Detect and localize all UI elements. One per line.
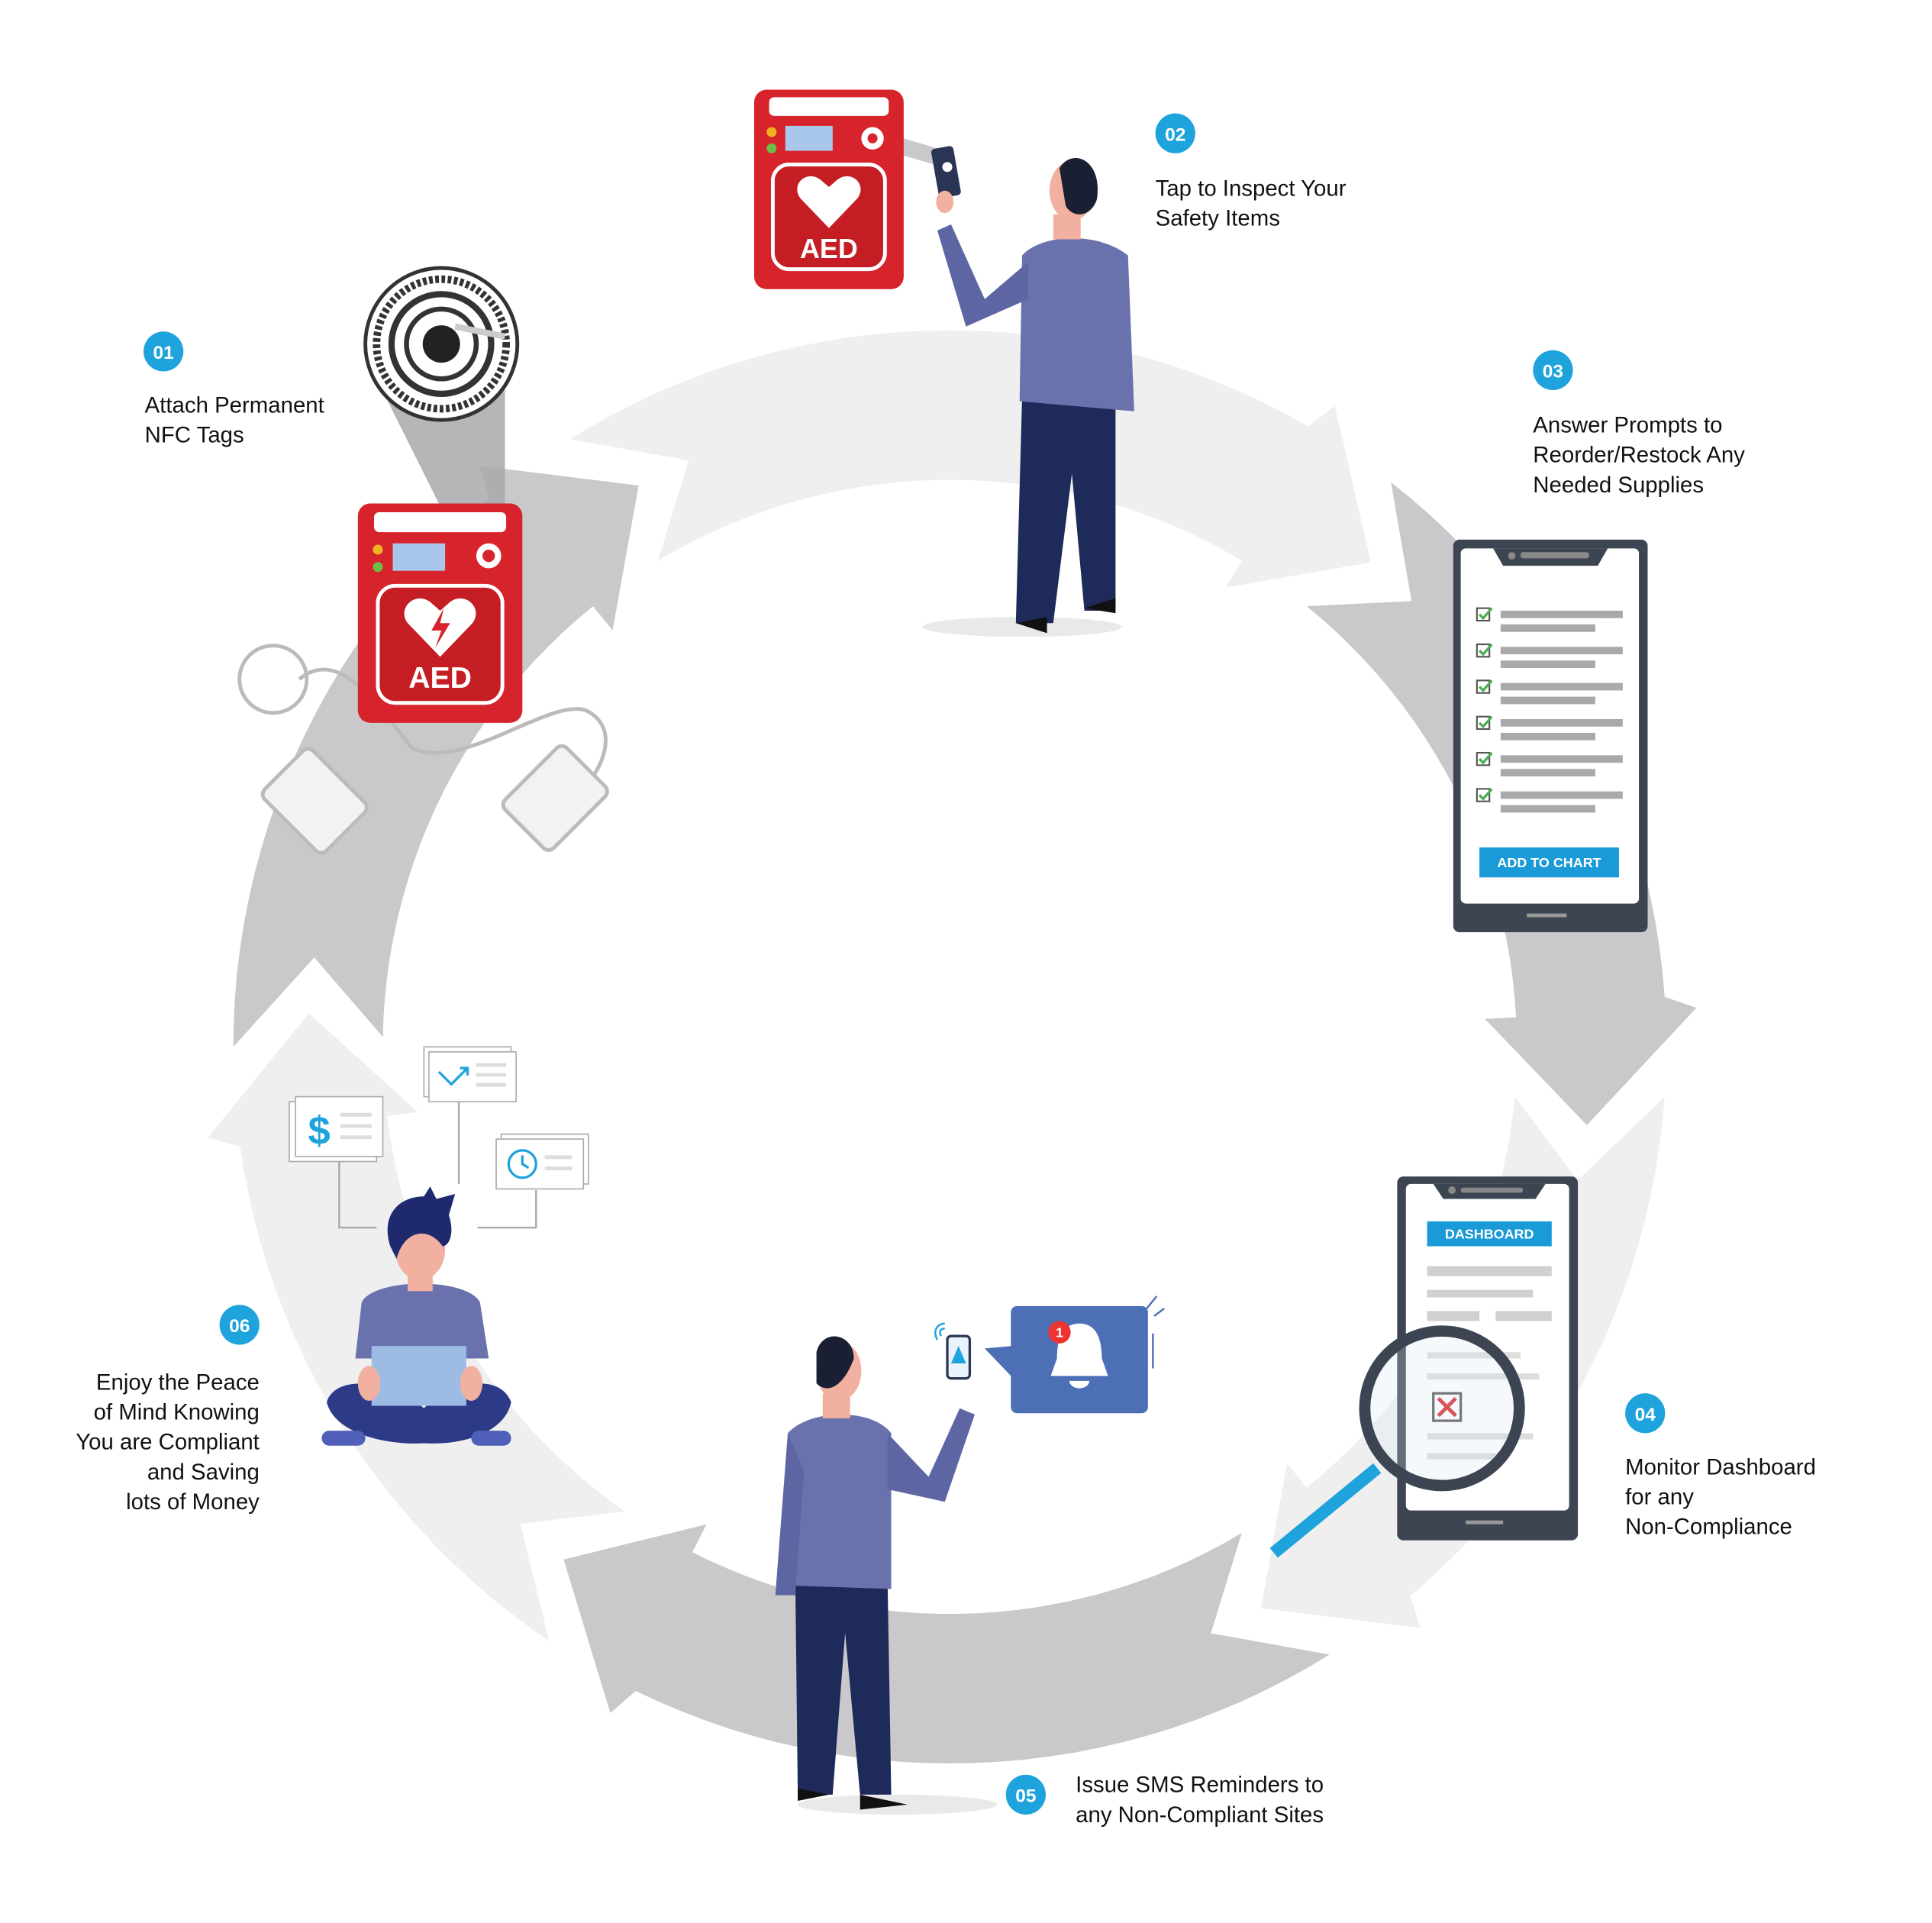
- step-text: Non-Compliance: [1625, 1515, 1792, 1540]
- dashboard-phone: DASHBOARD: [1269, 1176, 1579, 1558]
- checklist-line: [1500, 647, 1623, 655]
- cycle-arrow-segment: [563, 1524, 1330, 1764]
- step-text: Issue SMS Reminders to: [1076, 1773, 1324, 1798]
- step-number: 03: [1543, 362, 1563, 382]
- trend-chart-card: [423, 1046, 517, 1102]
- dollar-icon: $: [308, 1109, 331, 1153]
- step-text: Answer Prompts to: [1533, 412, 1722, 437]
- notification-bubble: 1: [984, 1295, 1165, 1414]
- step-number: 06: [229, 1316, 250, 1337]
- step-badge: [144, 331, 184, 372]
- checkbox-icon[interactable]: [1476, 715, 1493, 731]
- checklist-line: [1500, 660, 1595, 669]
- checklist-line: [1500, 610, 1623, 618]
- step-text: Reorder/Restock Any: [1533, 443, 1745, 468]
- checkbox-icon[interactable]: [1476, 788, 1493, 802]
- checklist-phone: ADD TO CHART: [1453, 539, 1648, 933]
- step-text: Needed Supplies: [1533, 473, 1704, 498]
- step-text: NFC Tags: [145, 423, 244, 448]
- step-01: 01 Attach Permanent NFC Tags: [144, 331, 324, 448]
- sms-illustration: 1: [775, 1295, 1165, 1815]
- badge-count: 1: [1056, 1325, 1063, 1341]
- person-sitting: [321, 1186, 511, 1446]
- step-text: Tap to Inspect Your: [1156, 176, 1347, 201]
- notification-badge: [1048, 1321, 1071, 1344]
- checklist-line: [1500, 732, 1595, 740]
- checkbox-icon[interactable]: [1476, 607, 1493, 622]
- step-badge: [1625, 1393, 1666, 1434]
- step-text: for any: [1625, 1484, 1694, 1509]
- schedule-card: [495, 1133, 589, 1190]
- step-text: any Non-Compliant Sites: [1076, 1802, 1324, 1828]
- step-number: 02: [1165, 124, 1185, 145]
- step-text: Attach Permanent: [145, 392, 324, 418]
- money-card: $: [289, 1095, 384, 1163]
- nfc-tag-illustration: AED: [237, 266, 609, 855]
- step-text: Enjoy the Peace: [96, 1370, 260, 1395]
- aed-label: AED: [408, 662, 472, 695]
- step-text: You are Compliant: [76, 1430, 260, 1455]
- person-standing: [775, 1322, 975, 1810]
- aed-icon: AED: [357, 503, 523, 723]
- step-badge: [1155, 113, 1195, 153]
- step-03: 03 Answer Prompts to Reorder/Restock Any…: [1533, 350, 1745, 498]
- step-04: 04 Monitor Dashboard for any Non-Complia…: [1625, 1393, 1816, 1540]
- checklist: [1476, 607, 1623, 813]
- step-text: Safety Items: [1156, 205, 1280, 231]
- step-badge: [219, 1305, 260, 1345]
- checklist-line: [1500, 624, 1595, 632]
- checkbox-icon[interactable]: [1476, 679, 1493, 694]
- add-to-chart-button[interactable]: [1479, 847, 1619, 878]
- aed-label: AED: [800, 233, 858, 264]
- cycle-arrow-segment: [233, 466, 639, 1047]
- checkbox-icon[interactable]: [1476, 751, 1493, 766]
- savings-illustration: $: [289, 1046, 589, 1446]
- magnifier-icon: [1269, 1325, 1525, 1558]
- step-05: 05 Issue SMS Reminders to any Non-Compli…: [1005, 1773, 1324, 1828]
- checkbox-icon[interactable]: [1476, 643, 1493, 658]
- clock-icon: [507, 1149, 537, 1179]
- step-text: Monitor Dashboard: [1625, 1454, 1816, 1479]
- step-badge: [1533, 350, 1573, 390]
- step-number: 05: [1015, 1786, 1036, 1807]
- heart-bolt-icon: [797, 176, 861, 228]
- inspector-illustration: AED: [753, 89, 1134, 637]
- step-02: 02 Tap to Inspect Your Safety Items: [1155, 113, 1347, 231]
- dashboard-label: DASHBOARD: [1445, 1227, 1534, 1242]
- add-to-chart-label: ADD TO CHART: [1497, 855, 1601, 870]
- checklist-line: [1500, 755, 1623, 763]
- checklist-line: [1500, 769, 1595, 777]
- step-number: 04: [1635, 1405, 1656, 1425]
- checklist-line: [1500, 805, 1595, 813]
- step-badge: [1005, 1774, 1046, 1815]
- checklist-line: [1500, 791, 1623, 799]
- checklist-line: [1500, 718, 1623, 727]
- warning-icon: [950, 1346, 966, 1363]
- step-06: 06 Enjoy the Peace of Mind Knowing You a…: [76, 1305, 260, 1515]
- step-text: of Mind Knowing: [94, 1399, 260, 1425]
- nfc-tag-icon: [363, 266, 520, 422]
- checklist-line: [1500, 696, 1595, 705]
- step-number: 01: [153, 343, 174, 363]
- step-text: and Saving: [147, 1460, 260, 1485]
- step-text: lots of Money: [126, 1489, 260, 1515]
- checklist-line: [1500, 682, 1623, 691]
- error-box-icon: [1432, 1392, 1463, 1422]
- aed-icon: AED: [753, 89, 904, 289]
- cycle-arrow-segment: [569, 330, 1371, 588]
- dashboard-button[interactable]: [1427, 1221, 1552, 1247]
- person-standing: [931, 146, 1134, 634]
- trend-chart-icon: [437, 1066, 469, 1086]
